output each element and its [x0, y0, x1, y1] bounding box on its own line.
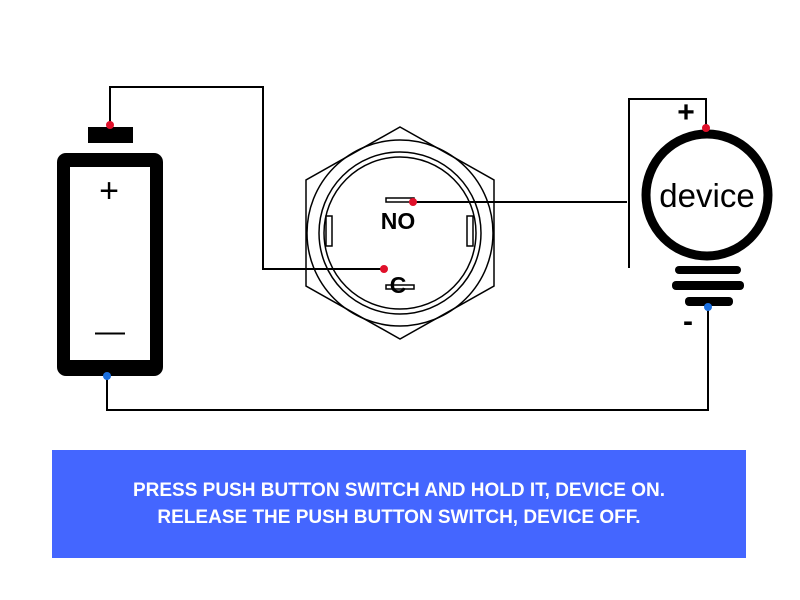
- battery-cap: [88, 127, 133, 143]
- switch-middle-ring: [318, 151, 482, 315]
- wire-battery-positive-to-switch-c: [109, 86, 384, 270]
- caption-banner: PRESS PUSH BUTTON SWITCH AND HOLD IT, DE…: [52, 450, 746, 558]
- device: [641, 129, 773, 306]
- caption-line-1: PRESS PUSH BUTTON SWITCH AND HOLD IT, DE…: [132, 480, 666, 501]
- terminal-dots: [103, 121, 712, 380]
- device-circle: [641, 129, 773, 261]
- switch-no-dot: [409, 198, 417, 206]
- battery-inner: [70, 167, 150, 360]
- switch-hex-outline: [305, 126, 495, 340]
- device-base-bar-3: [685, 297, 733, 306]
- battery-minus-symbol: —: [95, 315, 125, 348]
- battery-negative-dot: [103, 372, 111, 380]
- switch-c-terminal: [385, 284, 415, 290]
- device-negative-dot: [704, 303, 712, 311]
- device-base-bar-1: [675, 266, 741, 274]
- device-label: device: [659, 177, 754, 214]
- device-positive-dot: [702, 124, 710, 132]
- caption-line-2: RELEASE THE PUSH BUTTON SWITCH, DEVICE O…: [157, 507, 641, 528]
- battery-plus-symbol: +: [99, 172, 119, 210]
- switch-c-label: C: [390, 272, 407, 298]
- switch-no-label: NO: [381, 208, 416, 234]
- switch-outer-ring: [306, 139, 494, 327]
- switch-notch-left: [325, 215, 333, 247]
- wire-device-negative-to-battery-negative: [106, 307, 709, 411]
- wire-device-positive: [628, 98, 707, 268]
- wires: [106, 86, 709, 411]
- push-button-switch: [305, 126, 495, 340]
- device-minus-symbol: -: [683, 305, 693, 338]
- battery: + —: [57, 127, 163, 376]
- device-plus-symbol: +: [677, 96, 695, 129]
- device-base-bar-2: [672, 281, 744, 290]
- switch-notch-right: [466, 215, 474, 247]
- switch-inner-ring: [323, 156, 477, 310]
- battery-positive-dot: [106, 121, 114, 129]
- switch-c-dot: [380, 265, 388, 273]
